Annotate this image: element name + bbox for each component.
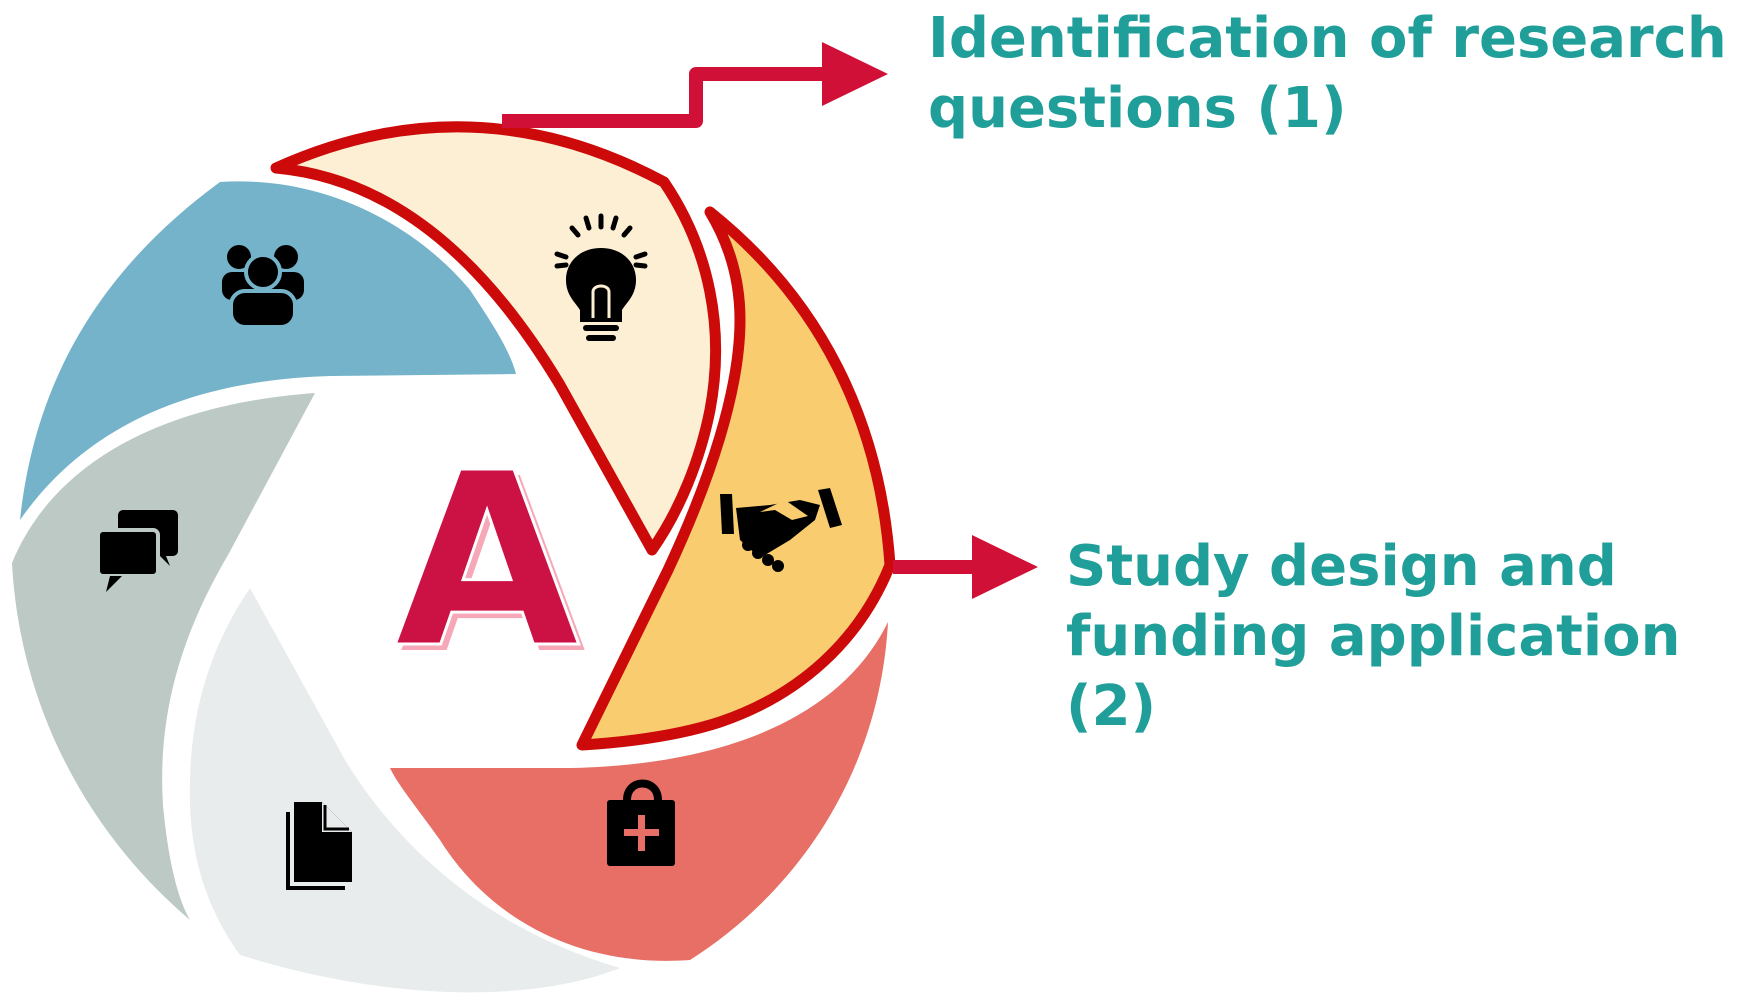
lightbulb-icon — [554, 213, 648, 341]
flow-arrowhead-2 — [972, 535, 1038, 599]
group-icon — [222, 245, 304, 329]
segment-blue — [20, 181, 516, 520]
flow-arrow-1 — [502, 67, 828, 128]
center-letter-shadow: A — [400, 427, 586, 707]
documents-icon — [286, 802, 352, 890]
step-2-label-line2: funding application (2) — [1066, 604, 1681, 739]
step-1-label-line1: Identification of research — [928, 6, 1727, 71]
segment-light-grey — [189, 588, 620, 993]
segment-yellow — [576, 206, 896, 751]
chat-icon — [96, 510, 178, 592]
step-1-label-line2: questions (1) — [928, 76, 1347, 141]
step-2-label-line1: Study design and — [1066, 534, 1617, 599]
segment-grey — [12, 393, 315, 920]
step-1-label: Identification of research questions (1) — [928, 4, 1728, 144]
step-2-label: Study design and funding application (2) — [1066, 532, 1743, 742]
flow-arrowhead-1 — [822, 42, 888, 106]
handshake-icon — [720, 488, 842, 572]
medical-bag-icon — [607, 779, 675, 866]
segment-salmon — [390, 622, 888, 961]
center-letter: A — [394, 421, 580, 701]
segment-light-yellow — [270, 121, 722, 556]
